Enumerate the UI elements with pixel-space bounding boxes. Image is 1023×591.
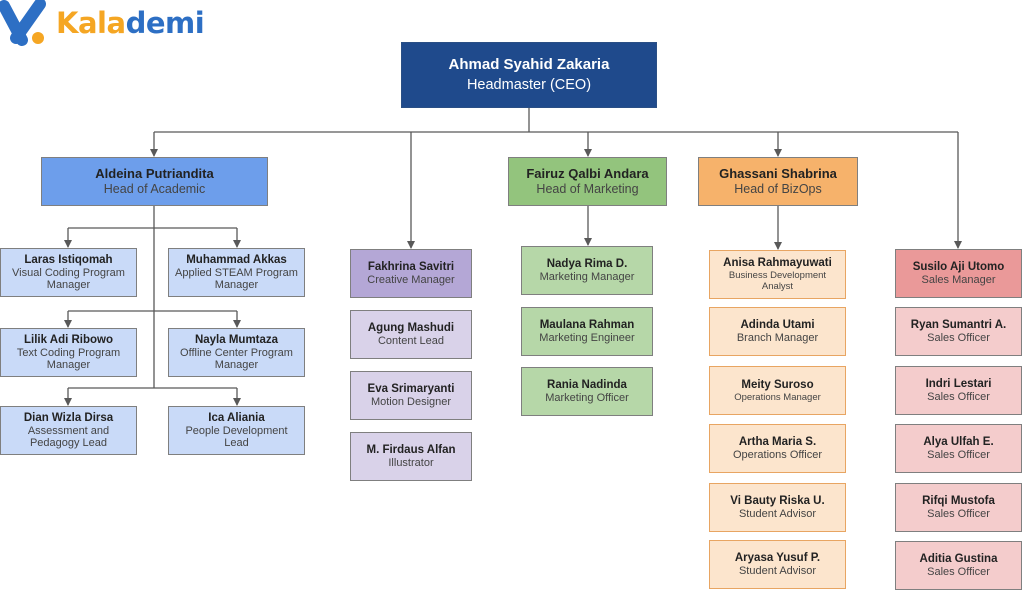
creative-member-3: M. Firdaus Alfan Illustrator bbox=[350, 432, 472, 481]
head-of-bizops-title: Head of BizOps bbox=[734, 182, 822, 196]
sales-member-5: Aditia Gustina Sales Officer bbox=[895, 541, 1022, 590]
academic-member-4: Nayla Mumtaza Offline Center Program Man… bbox=[168, 328, 305, 377]
marketing-member-3: Rania Nadinda Marketing Officer bbox=[521, 367, 653, 416]
bizops-member-6: Aryasa Yusuf P. Student Advisor bbox=[709, 540, 846, 589]
sales-member-4: Rifqi Mustofa Sales Officer bbox=[895, 483, 1022, 532]
marketing-member-1: Nadya Rima D. Marketing Manager bbox=[521, 246, 653, 295]
head-of-marketing-title: Head of Marketing bbox=[536, 182, 639, 196]
sales-member-2: Indri Lestari Sales Officer bbox=[895, 366, 1022, 415]
bizops-member-4: Artha Maria S. Operations Officer bbox=[709, 424, 846, 473]
creative-member-1: Agung Mashudi Content Lead bbox=[350, 310, 472, 359]
creative-member-2: Eva Srimaryanti Motion Designer bbox=[350, 371, 472, 420]
ceo-box: Ahmad Syahid Zakaria Headmaster (CEO) bbox=[401, 42, 657, 108]
bizops-member-1: Anisa Rahmayuwati Business Development A… bbox=[709, 250, 846, 299]
academic-member-6: Ica Aliania People Development Lead bbox=[168, 406, 305, 455]
head-of-academic-box: Aldeina Putriandita Head of Academic bbox=[41, 157, 268, 206]
bizops-member-2: Adinda Utami Branch Manager bbox=[709, 307, 846, 356]
sales-member-1: Ryan Sumantri A. Sales Officer bbox=[895, 307, 1022, 356]
marketing-member-2: Maulana Rahman Marketing Engineer bbox=[521, 307, 653, 356]
head-of-academic-name: Aldeina Putriandita bbox=[95, 166, 214, 181]
sales-manager-box: Susilo Aji Utomo Sales Manager bbox=[895, 249, 1022, 298]
head-of-academic-title: Head of Academic bbox=[103, 182, 206, 196]
bizops-member-3: Meity Suroso Operations Manager bbox=[709, 366, 846, 415]
kalademi-logo-mark-icon bbox=[0, 0, 46, 46]
academic-member-1: Laras Istiqomah Visual Coding Program Ma… bbox=[0, 248, 137, 297]
ceo-name: Ahmad Syahid Zakaria bbox=[448, 56, 610, 73]
bizops-member-5: Vi Bauty Riska U. Student Advisor bbox=[709, 483, 846, 532]
academic-member-5: Dian Wizla Dirsa Assessment and Pedagogy… bbox=[0, 406, 137, 455]
head-of-marketing-box: Fairuz Qalbi Andara Head of Marketing bbox=[508, 157, 667, 206]
head-of-marketing-name: Fairuz Qalbi Andara bbox=[526, 166, 649, 181]
academic-member-3: Lilik Adi Ribowo Text Coding Program Man… bbox=[0, 328, 137, 377]
head-of-bizops-name: Ghassani Shabrina bbox=[719, 166, 837, 181]
kalademi-logo: Kalademi bbox=[0, 0, 210, 50]
ceo-title: Headmaster (CEO) bbox=[466, 77, 592, 93]
sales-member-3: Alya Ulfah E. Sales Officer bbox=[895, 424, 1022, 473]
academic-member-2: Muhammad Akkas Applied STEAM Program Man… bbox=[168, 248, 305, 297]
brand-name: Kalademi bbox=[56, 6, 205, 40]
creative-manager-box: Fakhrina Savitri Creative Manager bbox=[350, 249, 472, 298]
head-of-bizops-box: Ghassani Shabrina Head of BizOps bbox=[698, 157, 858, 206]
